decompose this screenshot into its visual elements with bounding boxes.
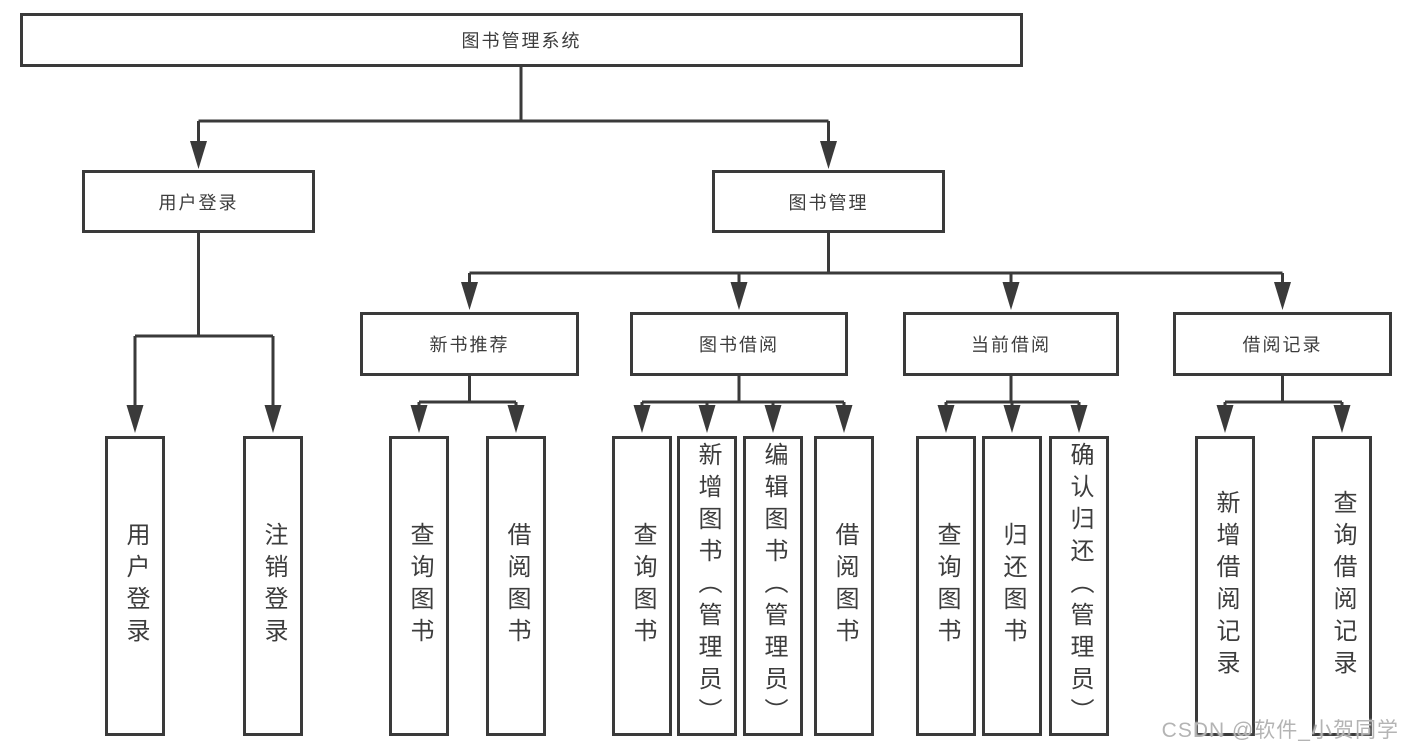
node-root: 图书管理系统 — [20, 13, 1023, 67]
arrowhead-icon — [507, 405, 525, 433]
node-book-mgmt-branch: 图书管理 — [712, 170, 945, 233]
node-label: 图书管理 — [788, 192, 869, 213]
leaf-user-login: 用户登录 — [105, 436, 165, 736]
node-current-borrow: 当前借阅 — [903, 312, 1119, 376]
arrowhead-icon — [264, 405, 282, 433]
leaf-label: 归还图书 — [999, 522, 1026, 650]
leaf-borrow-books: 借阅图书 — [486, 436, 546, 736]
arrowhead-icon — [1274, 282, 1291, 310]
leaf-borrow-books: 借阅图书 — [814, 436, 874, 736]
leaf-query-borrow-record: 查询借阅记录 — [1312, 436, 1372, 736]
connector-line — [640, 376, 846, 407]
arrowhead-icon — [1003, 405, 1021, 433]
arrowhead-icon — [1216, 405, 1234, 433]
leaf-label: 注销登录 — [260, 522, 287, 650]
connector-book-borrow-to-leaves — [633, 376, 853, 433]
leaf-query-books: 查询图书 — [916, 436, 976, 736]
arrowhead-icon — [1333, 405, 1351, 433]
leaf-edit-books-admin: 编辑图书（管理员） — [743, 436, 803, 736]
leaf-add-borrow-record: 新增借阅记录 — [1195, 436, 1255, 736]
arrowhead-icon — [764, 405, 782, 433]
leaf-label: 查询图书 — [933, 522, 960, 650]
node-borrow-record: 借阅记录 — [1173, 312, 1392, 376]
arrowhead-icon — [461, 282, 478, 310]
leaf-label: 确认归还（管理员） — [1066, 442, 1093, 730]
node-user-login-branch: 用户登录 — [82, 170, 315, 233]
leaf-logout: 注销登录 — [243, 436, 303, 736]
connector-line — [468, 233, 1284, 284]
arrowhead-icon — [410, 405, 428, 433]
arrowhead-icon — [1002, 282, 1020, 310]
connector-line — [197, 67, 830, 142]
arrowhead-icon — [937, 405, 955, 433]
node-new-book-rec: 新书推荐 — [360, 312, 579, 376]
arrowhead-icon — [190, 141, 207, 169]
node-label: 借阅记录 — [1242, 335, 1323, 355]
arrowhead-icon — [820, 141, 837, 169]
leaf-label: 查询图书 — [406, 522, 433, 650]
leaf-query-books: 查询图书 — [389, 436, 449, 736]
leaf-confirm-return-admin: 确认归还（管理员） — [1049, 436, 1109, 736]
connector-book-mgmt-to-level3 — [461, 233, 1291, 310]
connector-line — [944, 376, 1081, 407]
node-root-label: 图书管理系统 — [461, 31, 582, 51]
connector-current-borrow-to-leaves — [937, 376, 1088, 433]
node-label: 当前借阅 — [971, 335, 1051, 355]
arrowhead-icon — [633, 405, 651, 433]
leaf-query-books: 查询图书 — [612, 436, 672, 736]
arrowhead-icon — [698, 405, 716, 433]
connector-root-to-level2 — [190, 67, 837, 169]
leaf-add-books-admin: 新增图书（管理员） — [677, 436, 737, 736]
csdn-watermark: CSDN @软件_小贺同学 — [1161, 719, 1399, 742]
leaf-label: 新增图书（管理员） — [694, 442, 721, 730]
arrowhead-icon — [835, 405, 853, 433]
node-label: 用户登录 — [158, 192, 239, 213]
leaf-label: 查询图书 — [629, 522, 656, 650]
leaf-label: 借阅图书 — [503, 522, 530, 650]
leaf-return-books: 归还图书 — [982, 436, 1042, 736]
connector-new-book-to-leaves — [410, 376, 525, 433]
arrowhead-icon — [1070, 405, 1088, 433]
leaf-label: 新增借阅记录 — [1212, 490, 1239, 682]
node-label: 新书推荐 — [429, 335, 510, 355]
arrowhead-icon — [126, 405, 144, 433]
leaf-label: 查询借阅记录 — [1329, 490, 1356, 682]
connector-line — [133, 233, 275, 408]
leaf-label: 用户登录 — [122, 522, 149, 650]
node-book-borrow: 图书借阅 — [630, 312, 848, 376]
connector-user-login-to-leaves — [126, 233, 282, 433]
connector-line — [1223, 376, 1344, 407]
leaf-label: 借阅图书 — [831, 522, 858, 650]
leaf-label: 编辑图书（管理员） — [760, 442, 787, 730]
connector-line — [417, 376, 518, 407]
connector-borrow-record-to-leaves — [1216, 376, 1351, 433]
arrowhead-icon — [730, 282, 748, 310]
node-label: 图书借阅 — [699, 335, 779, 355]
